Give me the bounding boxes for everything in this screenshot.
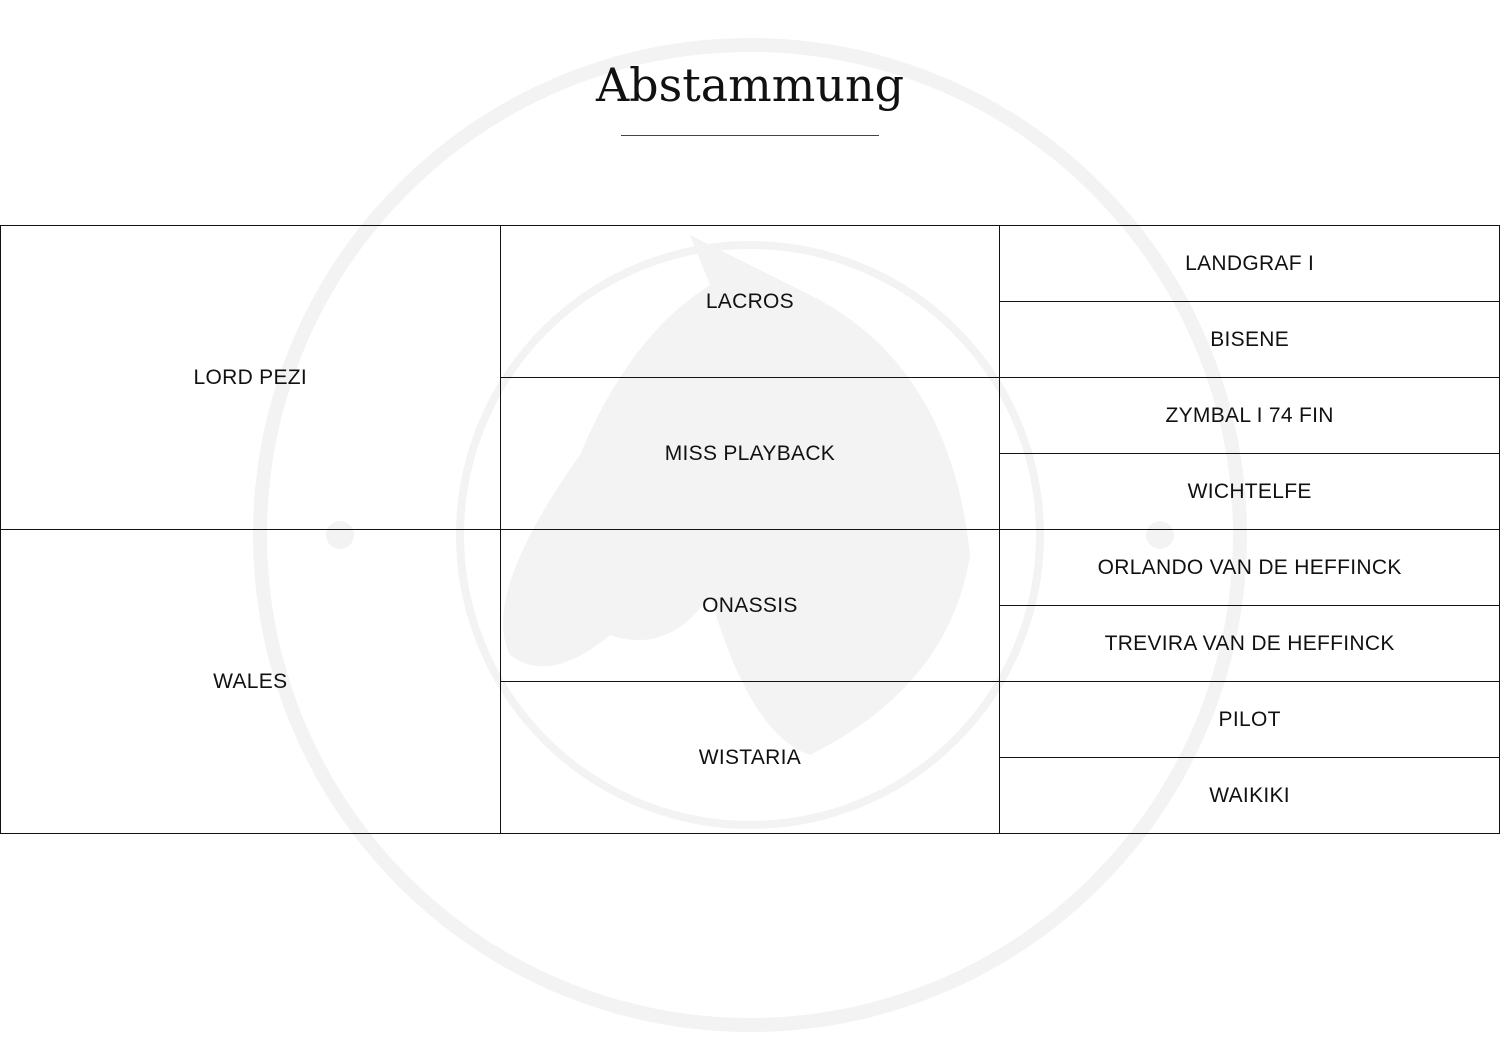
gen3-cell: LANDGRAF I — [999, 225, 1500, 302]
dam-sire-cell: ONASSIS — [499, 529, 1001, 682]
sire-dam-cell: MISS PLAYBACK — [499, 377, 1001, 530]
gen3-cell: WAIKIKI — [999, 757, 1500, 834]
title-divider — [621, 135, 879, 136]
dam-cell: WALES — [0, 529, 501, 834]
page-title: Abstammung — [595, 58, 905, 112]
gen3-cell: ZYMBAL I 74 FIN — [999, 377, 1500, 454]
gen3-cell: ORLANDO VAN DE HEFFINCK — [999, 529, 1500, 606]
sire-sire-cell: LACROS — [499, 225, 1001, 378]
gen3-cell: PILOT — [999, 681, 1500, 758]
pedigree-table: LORD PEZI LACROS LANDGRAF I BISENE MISS … — [0, 225, 1500, 834]
gen3-cell: BISENE — [999, 301, 1500, 378]
dam-dam-cell: WISTARIA — [499, 681, 1001, 834]
sire-cell: LORD PEZI — [0, 225, 501, 530]
gen3-cell: TREVIRA VAN DE HEFFINCK — [999, 605, 1500, 682]
gen3-cell: WICHTELFE — [999, 453, 1500, 530]
